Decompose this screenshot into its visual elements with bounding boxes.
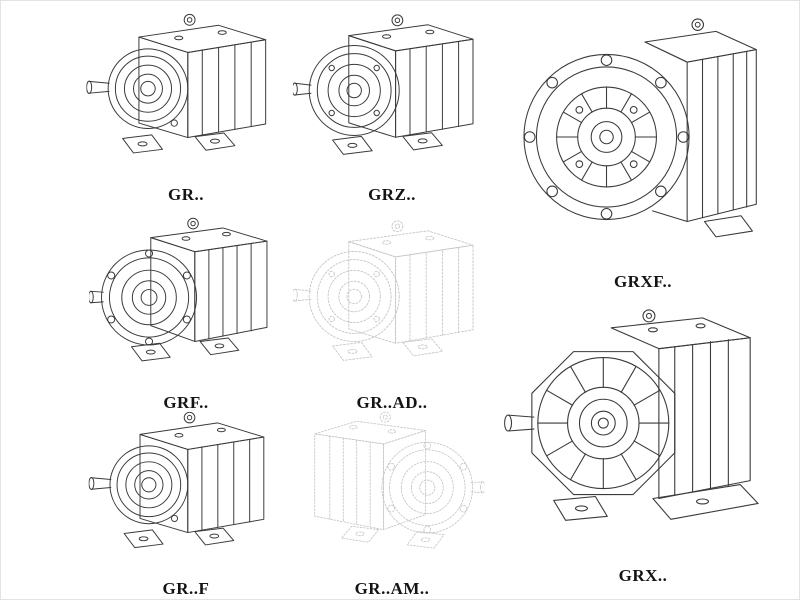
gearbox-line-art <box>293 15 473 155</box>
gr-f-gearbox-drawing <box>86 407 286 575</box>
grz-gearbox-drawing <box>293 9 491 181</box>
model-figure-grz: GRZ.. <box>293 9 491 209</box>
model-label-grf: GRF.. <box>163 393 209 412</box>
gr-ad-gearbox-drawing <box>293 213 491 389</box>
model-label-gr-am: GR..AM.. <box>354 579 430 598</box>
model-label-gr-ad: GR..AD.. <box>356 393 428 412</box>
model-figure-gr-f: GR..F <box>86 407 286 599</box>
model-label-gr-f: GR..F <box>162 579 210 598</box>
model-label-grx: GRX.. <box>618 566 668 585</box>
model-figure-gr-am: GR..AM.. <box>293 407 491 599</box>
model-label-grxf: GRXF.. <box>613 272 673 291</box>
gearbox-line-art <box>89 412 264 547</box>
gearbox-line-art <box>505 310 759 520</box>
gearbox-line-art <box>87 14 266 153</box>
grx-gearbox-drawing <box>499 304 787 562</box>
model-figure-gr-ad: GR..AD.. <box>293 213 491 413</box>
model-figure-grx: GRX.. <box>499 304 787 596</box>
model-figure-grf: GRF.. <box>86 213 286 413</box>
grf-gearbox-drawing <box>86 213 286 389</box>
gr-am-gearbox-drawing <box>293 407 491 575</box>
model-figure-grxf: GRXF.. <box>499 6 787 301</box>
gearbox-line-art <box>89 218 267 361</box>
model-figure-gr: GR.. <box>86 9 286 209</box>
gearbox-line-art <box>524 19 756 237</box>
model-label-grz: GRZ.. <box>368 185 416 204</box>
model-label-gr: GR.. <box>168 185 204 204</box>
grxf-gearbox-drawing <box>499 6 787 268</box>
gearbox-line-art-phantom-mirrored <box>315 412 485 548</box>
gr-gearbox-drawing <box>86 9 286 181</box>
gearbox-line-art-phantom <box>293 221 473 361</box>
